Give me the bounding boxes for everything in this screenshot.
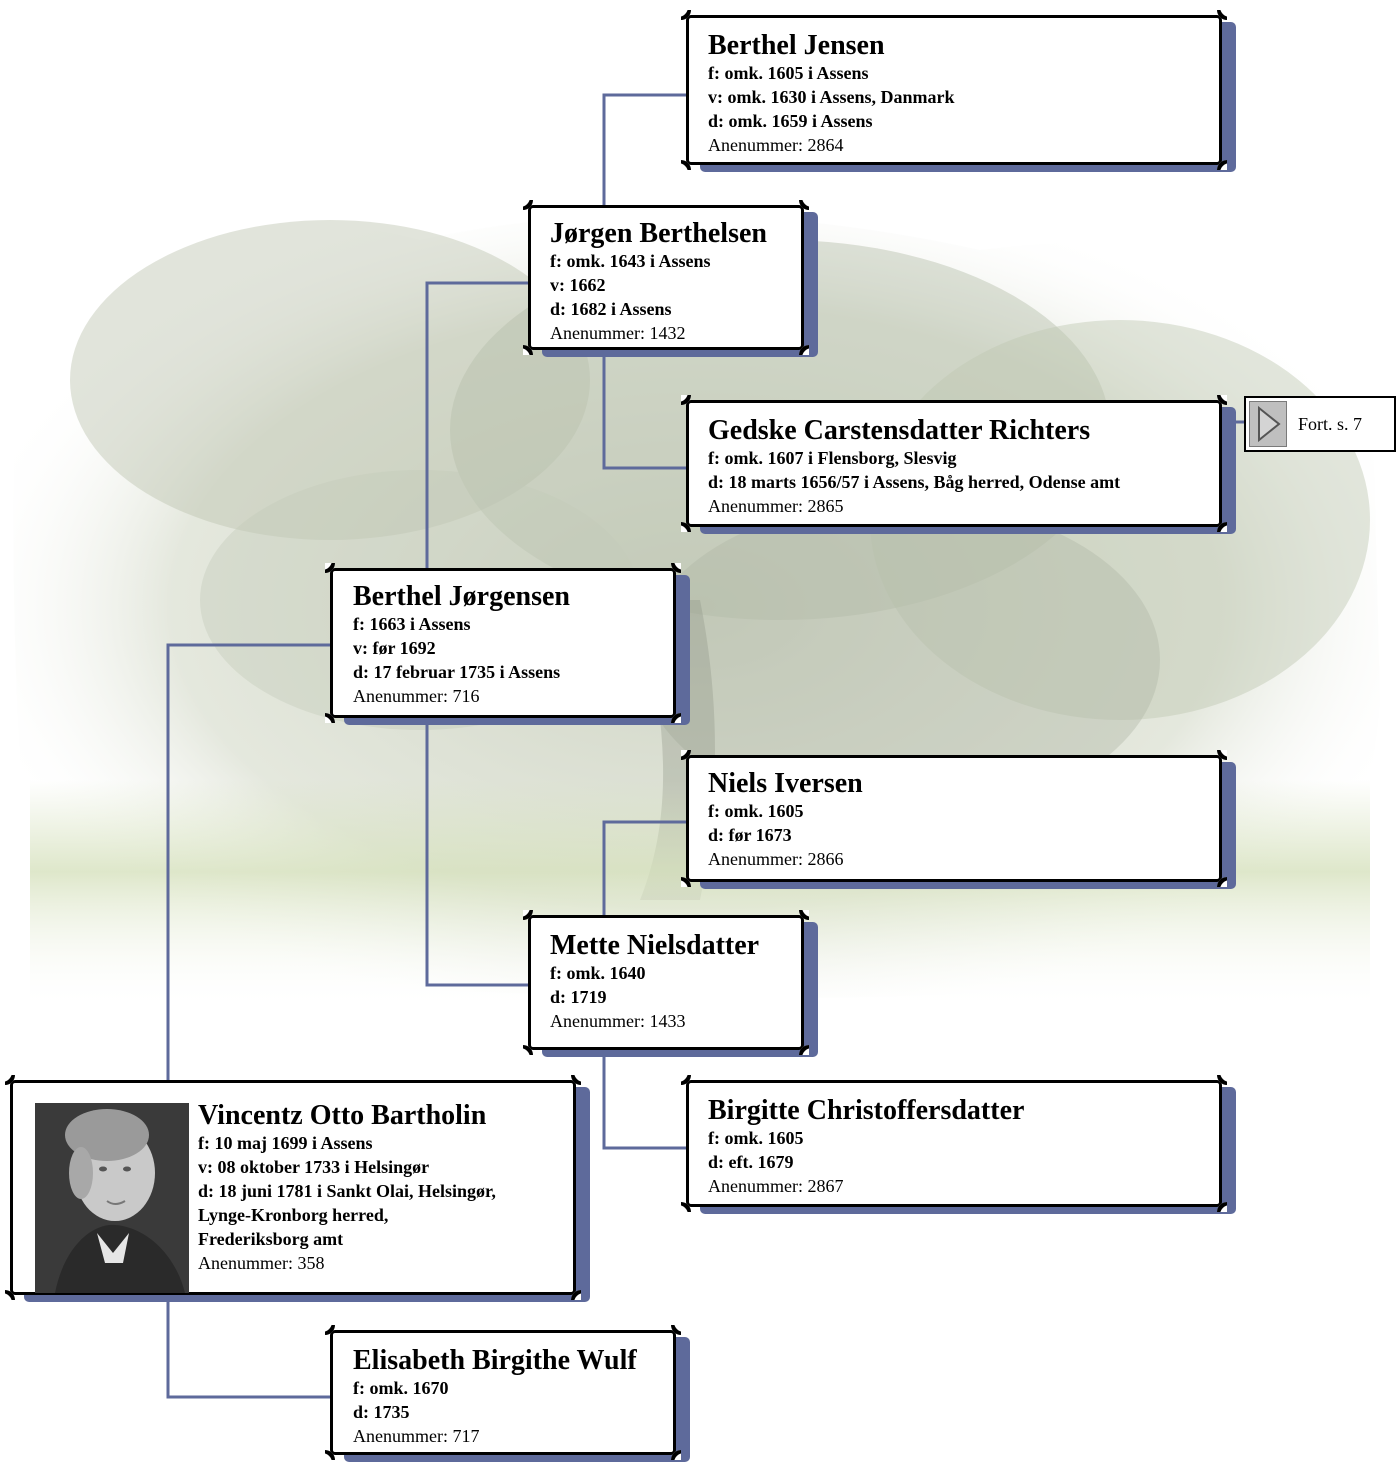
person-card-jorgen-berthelsen[interactable]: Jørgen Berthelsen f: omk. 1643 i Assens …	[523, 200, 809, 355]
death-line-cont-2: Frederiksborg amt	[198, 1229, 344, 1249]
birth-line: f: omk. 1607 i Flensborg, Slesvig	[708, 448, 957, 468]
birth-line: f: omk. 1643 i Assens	[550, 251, 711, 271]
birth-line: f: omk. 1640	[550, 963, 646, 983]
marriage-line: v: 08 oktober 1733 i Helsingør	[198, 1157, 430, 1177]
person-card-birgitte-christoffersdatter[interactable]: Birgitte Christoffersdatter f: omk. 1605…	[681, 1075, 1227, 1212]
anenummer: Anenummer: 717	[353, 1426, 480, 1446]
anenummer: Anenummer: 2864	[708, 135, 844, 155]
death-line: d: 18 marts 1656/57 i Assens, Båg herred…	[708, 472, 1121, 492]
birth-line: f: omk. 1605	[708, 801, 804, 821]
person-name: Jørgen Berthelsen	[550, 218, 767, 249]
death-line: d: 18 juni 1781 i Sankt Olai, Helsingør,	[198, 1181, 496, 1201]
anenummer: Anenummer: 1433	[550, 1011, 686, 1031]
death-line: d: 1682 i Assens	[550, 299, 672, 319]
birth-line: f: omk. 1605 i Assens	[708, 63, 869, 83]
connector-mette-to-birgitte	[602, 1050, 686, 1150]
person-card-niels-iversen[interactable]: Niels Iversen f: omk. 1605 d: før 1673 A…	[681, 750, 1227, 887]
continuation-arrow-icon	[1249, 401, 1287, 447]
person-card-berthel-jorgensen[interactable]: Berthel Jørgensen f: 1663 i Assens v: fø…	[325, 563, 681, 723]
person-name: Berthel Jensen	[708, 30, 885, 61]
anenummer: Anenummer: 1432	[550, 323, 686, 343]
death-line-cont-1: Lynge-Kronborg herred,	[198, 1205, 389, 1225]
anenummer: Anenummer: 716	[353, 686, 480, 706]
anenummer: Anenummer: 2866	[708, 849, 844, 869]
connector-vincentz-to-berthel-j	[166, 643, 330, 1080]
person-name: Niels Iversen	[708, 768, 863, 799]
person-name: Mette Nielsdatter	[550, 930, 760, 961]
anenummer: Anenummer: 2865	[708, 496, 844, 516]
person-name: Elisabeth Birgithe Wulf	[353, 1345, 637, 1376]
death-line: d: omk. 1659 i Assens	[708, 111, 873, 131]
death-line: d: 17 februar 1735 i Assens	[353, 662, 561, 682]
connector-jorgen-to-berthel-jensen	[602, 93, 686, 205]
birth-line: f: omk. 1670	[353, 1378, 449, 1398]
marriage-line: v: omk. 1630 i Assens, Danmark	[708, 87, 955, 107]
birth-line: f: 1663 i Assens	[353, 614, 471, 634]
death-line: d: eft. 1679	[708, 1152, 794, 1172]
marriage-line: v: før 1692	[353, 638, 436, 658]
connector-berthel-j-to-jorgen	[425, 281, 528, 568]
connector-berthel-j-to-mette	[425, 715, 528, 987]
person-name: Gedske Carstensdatter Richters	[708, 415, 1091, 446]
death-line: d: før 1673	[708, 825, 792, 845]
person-card-elisabeth-birgithe-wulf[interactable]: Elisabeth Birgithe Wulf f: omk. 1670 d: …	[325, 1325, 681, 1460]
person-card-vincentz-otto-bartholin[interactable]: Vincentz Otto Bartholin f: 10 maj 1699 i…	[5, 1075, 581, 1300]
connector-mette-to-niels	[602, 820, 686, 915]
anenummer: Anenummer: 2867	[708, 1176, 844, 1196]
continuation-label: Fort. s. 7	[1298, 414, 1363, 434]
continuation-link[interactable]: Fort. s. 7	[1244, 396, 1396, 452]
person-card-mette-nielsdatter[interactable]: Mette Nielsdatter f: omk. 1640 d: 1719 A…	[523, 910, 809, 1055]
birth-line: f: 10 maj 1699 i Assens	[198, 1133, 373, 1153]
portrait-image	[35, 1103, 189, 1293]
connector-vincentz-to-elisabeth	[166, 1295, 330, 1399]
connector-jorgen-to-gedske	[602, 350, 686, 470]
person-card-berthel-jensen[interactable]: Berthel Jensen f: omk. 1605 i Assens v: …	[681, 10, 1227, 170]
birth-line: f: omk. 1605	[708, 1128, 804, 1148]
anenummer: Anenummer: 358	[198, 1253, 325, 1273]
person-name: Birgitte Christoffersdatter	[708, 1095, 1025, 1126]
person-card-gedske-carstensdatter-richters[interactable]: Gedske Carstensdatter Richters f: omk. 1…	[681, 395, 1227, 532]
person-name: Vincentz Otto Bartholin	[198, 1100, 487, 1131]
death-line: d: 1735	[353, 1402, 410, 1422]
death-line: d: 1719	[550, 987, 607, 1007]
person-name: Berthel Jørgensen	[353, 581, 570, 612]
marriage-line: v: 1662	[550, 275, 606, 295]
